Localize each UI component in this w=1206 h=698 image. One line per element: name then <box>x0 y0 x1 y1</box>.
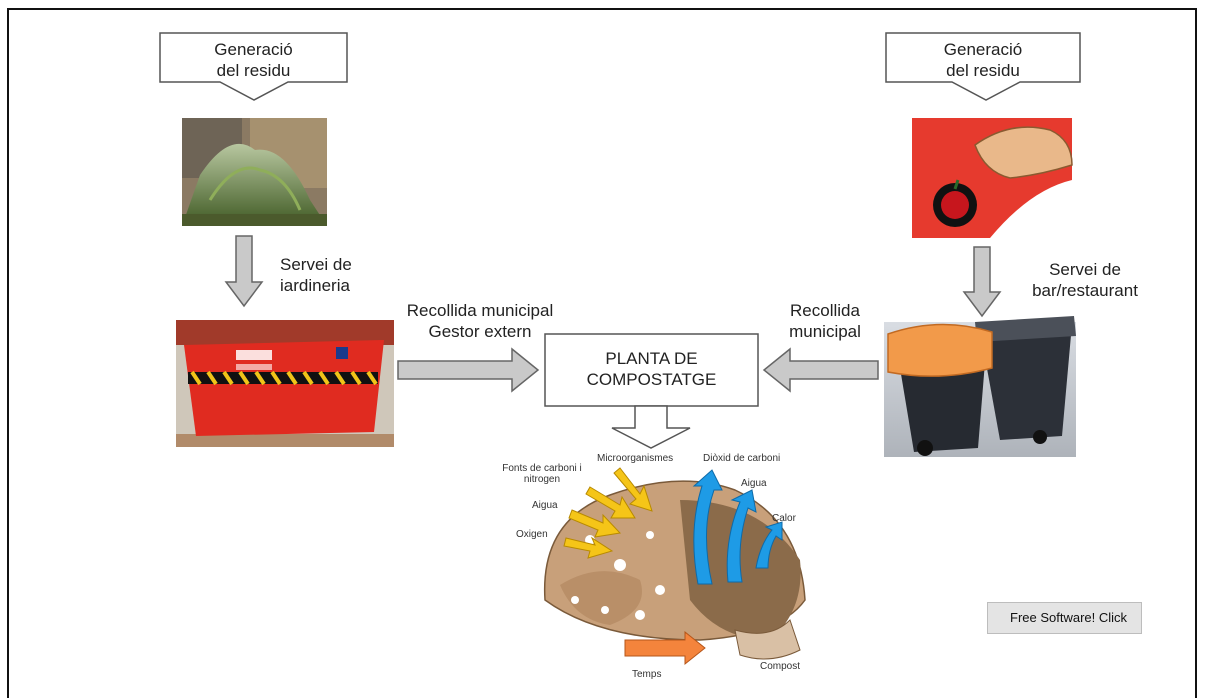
water-in-label: Aigua <box>532 500 558 511</box>
right-source-title-line2: del residu <box>946 61 1020 80</box>
right-collection-label: Recollida municipal <box>770 300 880 342</box>
co2-label: Diòxid de carboni <box>703 453 781 464</box>
output-arrows <box>692 469 783 585</box>
plant-label: PLANTA DE COMPOSTATGE <box>545 348 758 390</box>
garden-waste-image <box>182 118 327 226</box>
left-collection-line2: Gestor extern <box>428 322 532 341</box>
right-source-title-line1: Generació <box>943 40 1023 59</box>
plant-line2: COMPOSTATGE <box>586 370 717 389</box>
right-down-arrow <box>962 246 1002 318</box>
left-to-plant-arrow <box>397 347 540 393</box>
carbon-nitrogen-label: Fonts de carboni i nitrogen <box>496 463 588 485</box>
left-collection-label: Recollida municipal Gestor extern <box>385 300 575 342</box>
right-collection-line2: municipal <box>789 322 861 341</box>
left-service-line2: iardineria <box>280 276 350 295</box>
time-label: Temps <box>632 669 662 680</box>
right-service-label: Servei de bar/restaurant <box>1010 259 1160 301</box>
input-arrows <box>563 467 653 559</box>
right-collection-line1: Recollida <box>790 301 860 320</box>
right-to-plant-arrow <box>762 347 879 393</box>
left-down-arrow <box>224 235 264 308</box>
compost-label: Compost <box>760 661 801 672</box>
microorganisms-label: Microorganismes <box>597 453 674 464</box>
right-service-line2: bar/restaurant <box>1032 281 1138 300</box>
left-source-title-line2: del residu <box>216 61 291 80</box>
right-source-callout <box>885 32 1081 101</box>
left-collection-line1: Recollida municipal <box>406 301 554 320</box>
time-arrow <box>624 630 706 666</box>
left-source-title-line1: Generació <box>214 40 293 59</box>
plant-line1: PLANTA DE <box>605 349 698 368</box>
compost-pile-illustration <box>543 480 806 660</box>
carbon-line1: Fonts de carboni i <box>502 463 582 474</box>
carbon-line2: nitrogen <box>523 474 561 485</box>
left-service-label: Servei de iardineria <box>280 254 352 296</box>
left-source-callout <box>159 32 348 101</box>
left-source-title: Generació del residu <box>160 39 347 81</box>
water-out-label: Aigua <box>741 478 767 489</box>
skip-container-image <box>176 320 394 447</box>
heat-label: Calor <box>772 513 796 524</box>
restaurant-waste-image <box>912 118 1073 238</box>
plant-down-arrow <box>611 405 691 449</box>
right-source-title: Generació del residu <box>886 39 1080 81</box>
right-service-line1: Servei de <box>1049 260 1121 279</box>
free-software-button[interactable]: Free Software! Click <box>987 602 1142 634</box>
wheelie-bins-image <box>884 316 1076 457</box>
figure-border <box>7 8 1197 698</box>
left-service-line1: Servei de <box>280 255 352 274</box>
oxygen-label: Oxigen <box>516 529 548 540</box>
